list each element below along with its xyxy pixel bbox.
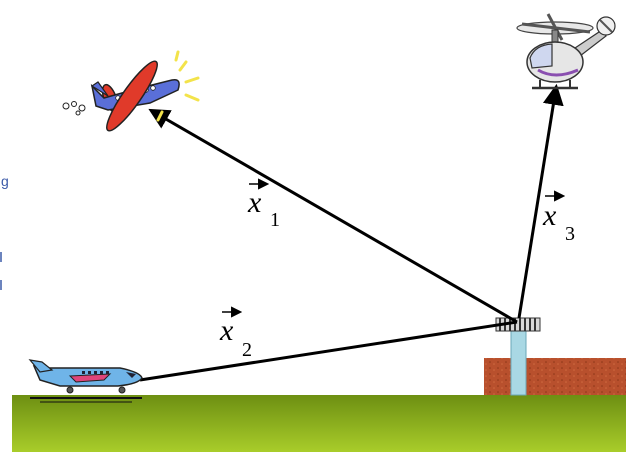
vector-x2-symbol: x <box>219 314 234 347</box>
vector-x2-line <box>139 320 518 382</box>
jet-icon <box>28 359 143 403</box>
vector-label-x1: x 1 <box>247 178 280 231</box>
control-tower-icon <box>495 317 541 396</box>
airplane-icon <box>62 50 200 132</box>
vector-label-x3: x 3 <box>542 190 575 245</box>
vector-x2-subscript: 2 <box>242 339 252 361</box>
edge-text-fragment: g <box>1 173 9 189</box>
vector-x3-subscript: 3 <box>565 223 575 245</box>
vector-label-x2: x 2 <box>219 306 252 361</box>
vector-x3-symbol: x <box>542 199 557 232</box>
vector-x1-arrow <box>148 108 518 324</box>
vector-x1-symbol: x <box>247 186 262 219</box>
vector-x1-subscript: 1 <box>270 209 280 231</box>
brick-wall <box>484 358 626 395</box>
vector-x3-arrow <box>517 83 564 319</box>
helicopter-icon <box>516 13 616 90</box>
ground <box>12 395 626 452</box>
